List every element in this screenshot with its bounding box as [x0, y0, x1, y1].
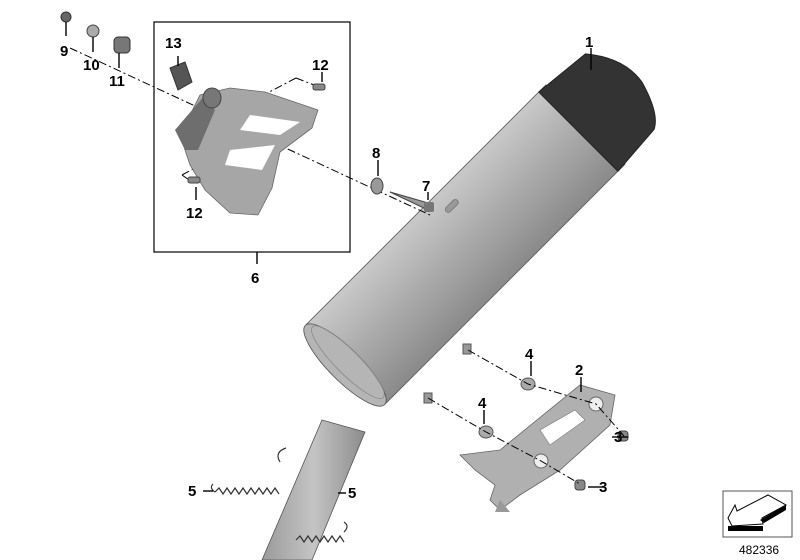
callout-10[interactable]: 10	[83, 57, 100, 74]
spring-part-5	[210, 447, 348, 544]
callout-12[interactable]: 12	[312, 57, 329, 74]
callout-3[interactable]: 3	[599, 479, 607, 496]
callout-12[interactable]: 12	[186, 205, 203, 222]
bolt-part-11	[113, 36, 131, 54]
washer-part-8	[370, 177, 384, 195]
bolt-part-7	[389, 191, 434, 212]
navigation-arrow-icon[interactable]	[722, 490, 793, 538]
callout-11[interactable]: 11	[109, 73, 125, 90]
callout-9[interactable]: 9	[60, 43, 68, 60]
kit-box-part-6	[153, 21, 351, 253]
callout-5[interactable]: 5	[188, 483, 196, 500]
screw-part-3	[574, 430, 629, 491]
leader-lines	[65, 22, 628, 494]
callout-1[interactable]: 1	[585, 34, 593, 51]
callout-13[interactable]: 13	[165, 35, 182, 52]
nut-part-9	[60, 11, 72, 23]
callout-5[interactable]: 5	[348, 485, 356, 502]
washer-part-10	[86, 24, 100, 38]
callout-4[interactable]: 4	[478, 395, 487, 412]
heat-shield	[175, 87, 319, 216]
callout-6[interactable]: 6	[251, 270, 259, 287]
callout-7[interactable]: 7	[422, 178, 430, 195]
callout-4[interactable]: 4	[525, 346, 534, 363]
callout-2[interactable]: 2	[575, 362, 583, 379]
silencer-part-1	[303, 53, 656, 407]
callout-3[interactable]: 3	[614, 429, 622, 446]
callout-8[interactable]: 8	[372, 145, 380, 162]
bushing-part-13	[169, 61, 193, 91]
screw-part-12	[187, 83, 326, 184]
exhaust-pipe	[261, 419, 366, 560]
reference-number: 482336	[739, 543, 779, 557]
